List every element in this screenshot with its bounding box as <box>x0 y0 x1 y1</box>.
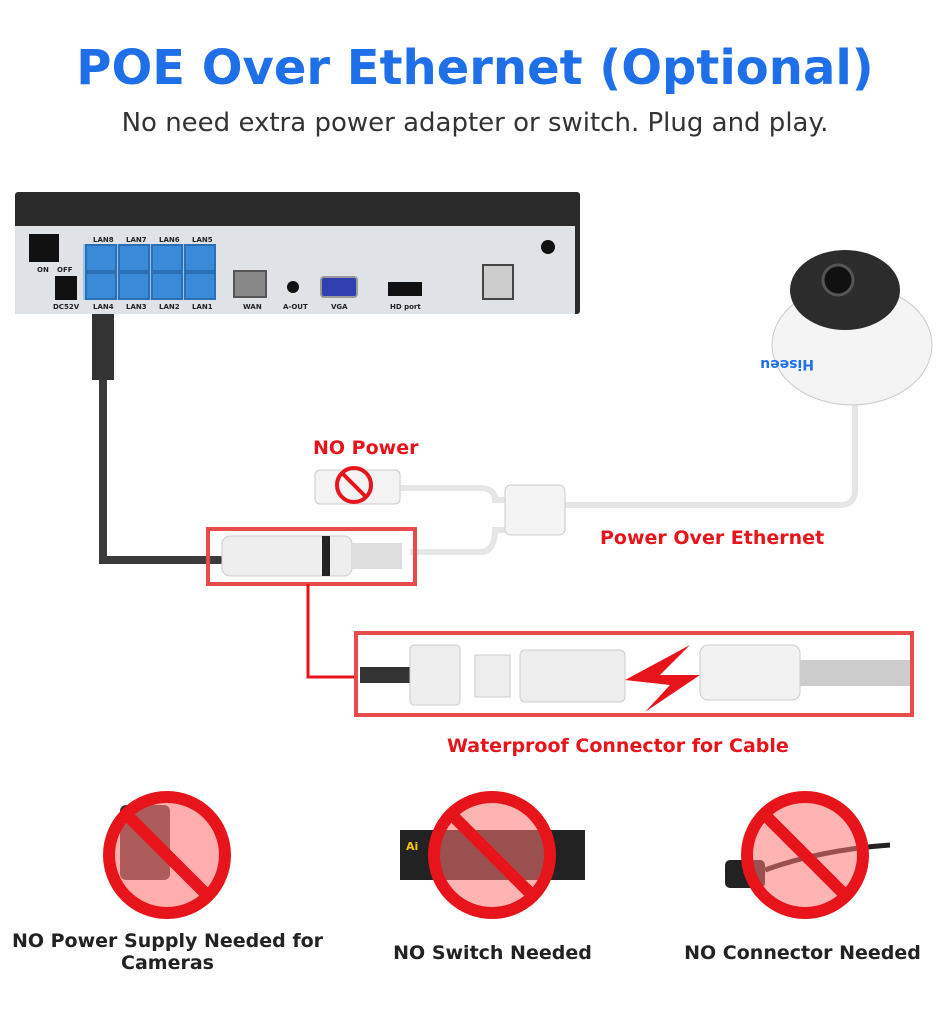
nvr-back-panel: ON OFF DC52V LAN8 LAN7 LAN6 LAN5 LAN4 LA… <box>15 226 575 314</box>
hdmi-label: HD port <box>390 303 421 311</box>
camera-brand: Hiseeu <box>760 356 814 372</box>
splitter <box>504 484 566 536</box>
lan1-label: LAN1 <box>192 303 213 311</box>
no-power-supply-caption: NO Power Supply Needed for Cameras <box>11 930 324 974</box>
no-power-icon <box>335 466 373 504</box>
wan-label: WAN <box>243 303 262 311</box>
poe-label: Power Over Ethernet <box>600 527 825 549</box>
no-connector-caption: NO Connector Needed <box>684 942 921 964</box>
lan6-label: LAN6 <box>159 236 180 244</box>
page-title: POE Over Ethernet (Optional) <box>76 40 874 96</box>
vga-label: VGA <box>331 303 348 311</box>
rj45-plug <box>92 310 114 380</box>
svg-text:Ai: Ai <box>406 840 418 853</box>
lan7-label: LAN7 <box>126 236 147 244</box>
on-label: ON <box>37 266 49 274</box>
aout-label: A-OUT <box>283 303 308 311</box>
lan4-label: LAN4 <box>93 303 114 311</box>
no-power-label: NO Power <box>313 437 419 459</box>
off-label: OFF <box>57 266 73 274</box>
page-subtitle: No need extra power adapter or switch. P… <box>121 108 829 138</box>
lan8-label: LAN8 <box>93 236 114 244</box>
waterproof-label: Waterproof Connector for Cable <box>447 735 789 757</box>
lan5-label: LAN5 <box>192 236 213 244</box>
lan3-label: LAN3 <box>126 303 147 311</box>
dc-label: DC52V <box>53 303 80 311</box>
lan2-label: LAN2 <box>159 303 180 311</box>
no-switch-caption: NO Switch Needed <box>393 942 592 964</box>
